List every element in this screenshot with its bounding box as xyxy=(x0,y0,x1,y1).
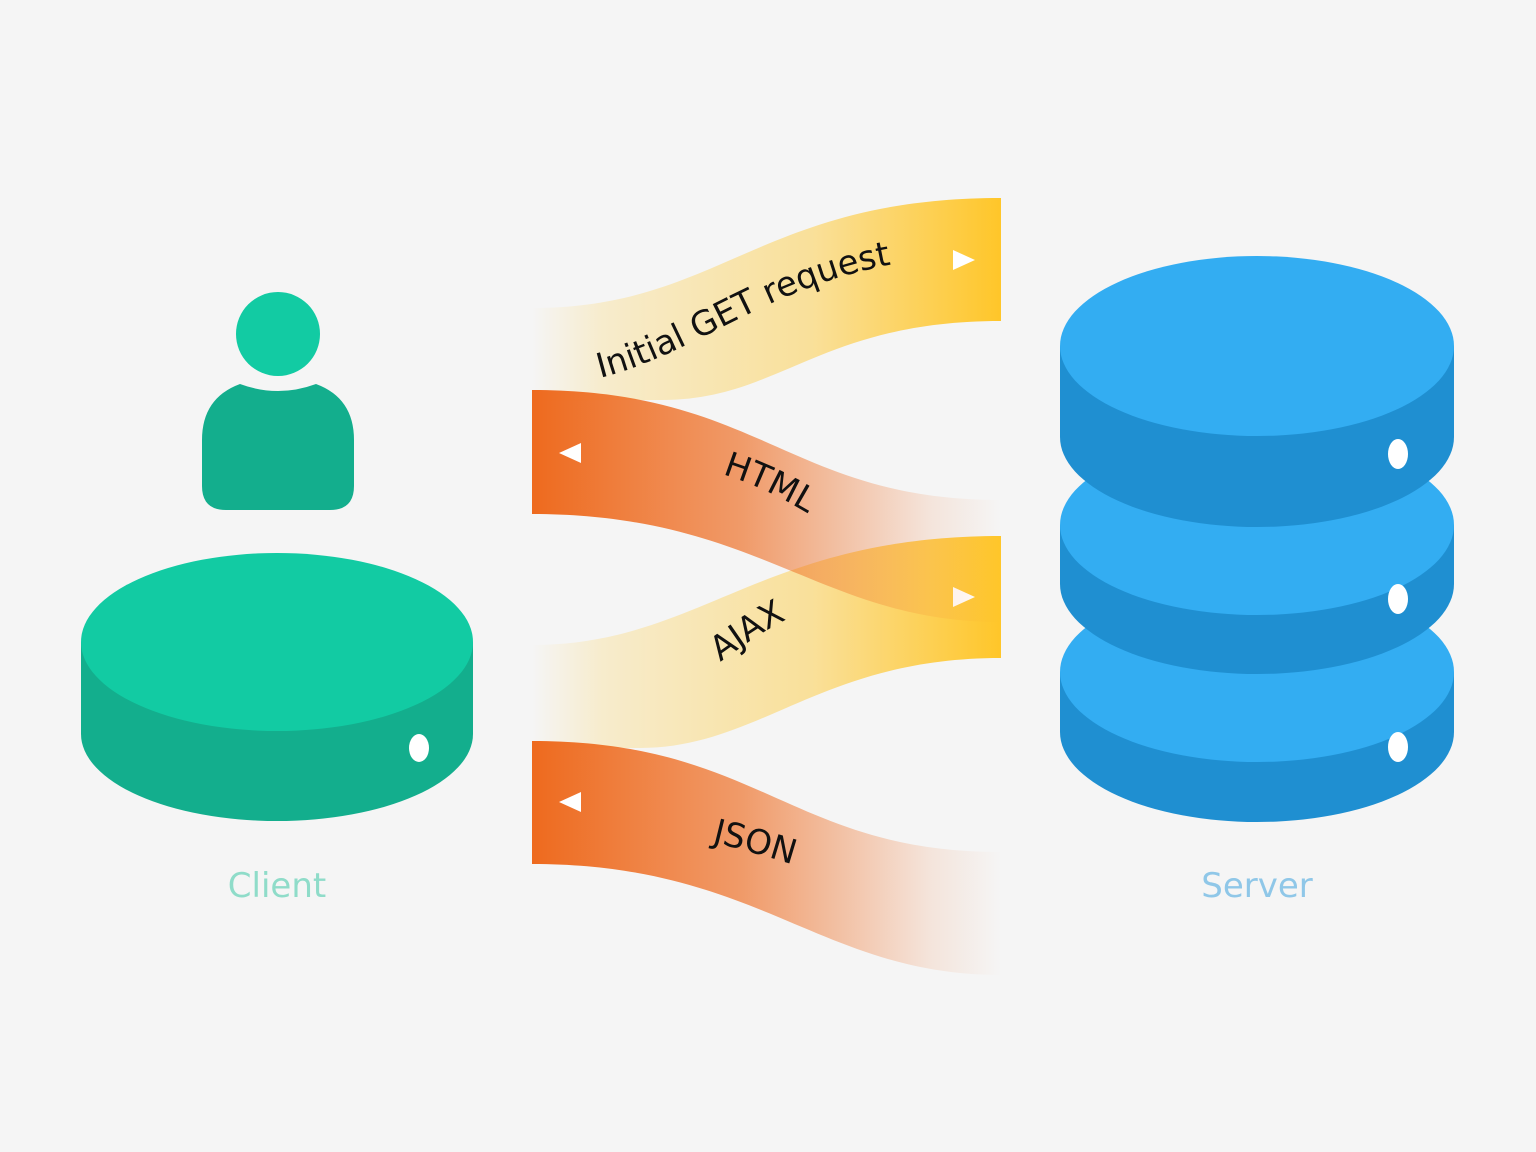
flow-json: JSON xyxy=(532,741,1001,975)
triangle-left-icon xyxy=(559,443,581,463)
triangle-left-icon xyxy=(559,792,581,812)
server-disk-light-2 xyxy=(1388,584,1408,614)
user-icon xyxy=(202,292,354,510)
client-disk-light xyxy=(409,734,429,762)
database-icon xyxy=(1060,256,1454,822)
triangle-right-icon xyxy=(953,250,975,270)
server-disk-light-3 xyxy=(1388,732,1408,762)
flow-initial-get-request: Initial GET request xyxy=(532,198,1001,402)
client-disk-icon xyxy=(81,553,473,821)
server-label: Server xyxy=(1201,866,1313,906)
client-label: Client xyxy=(228,866,326,906)
server-disk-light-1 xyxy=(1388,439,1408,469)
